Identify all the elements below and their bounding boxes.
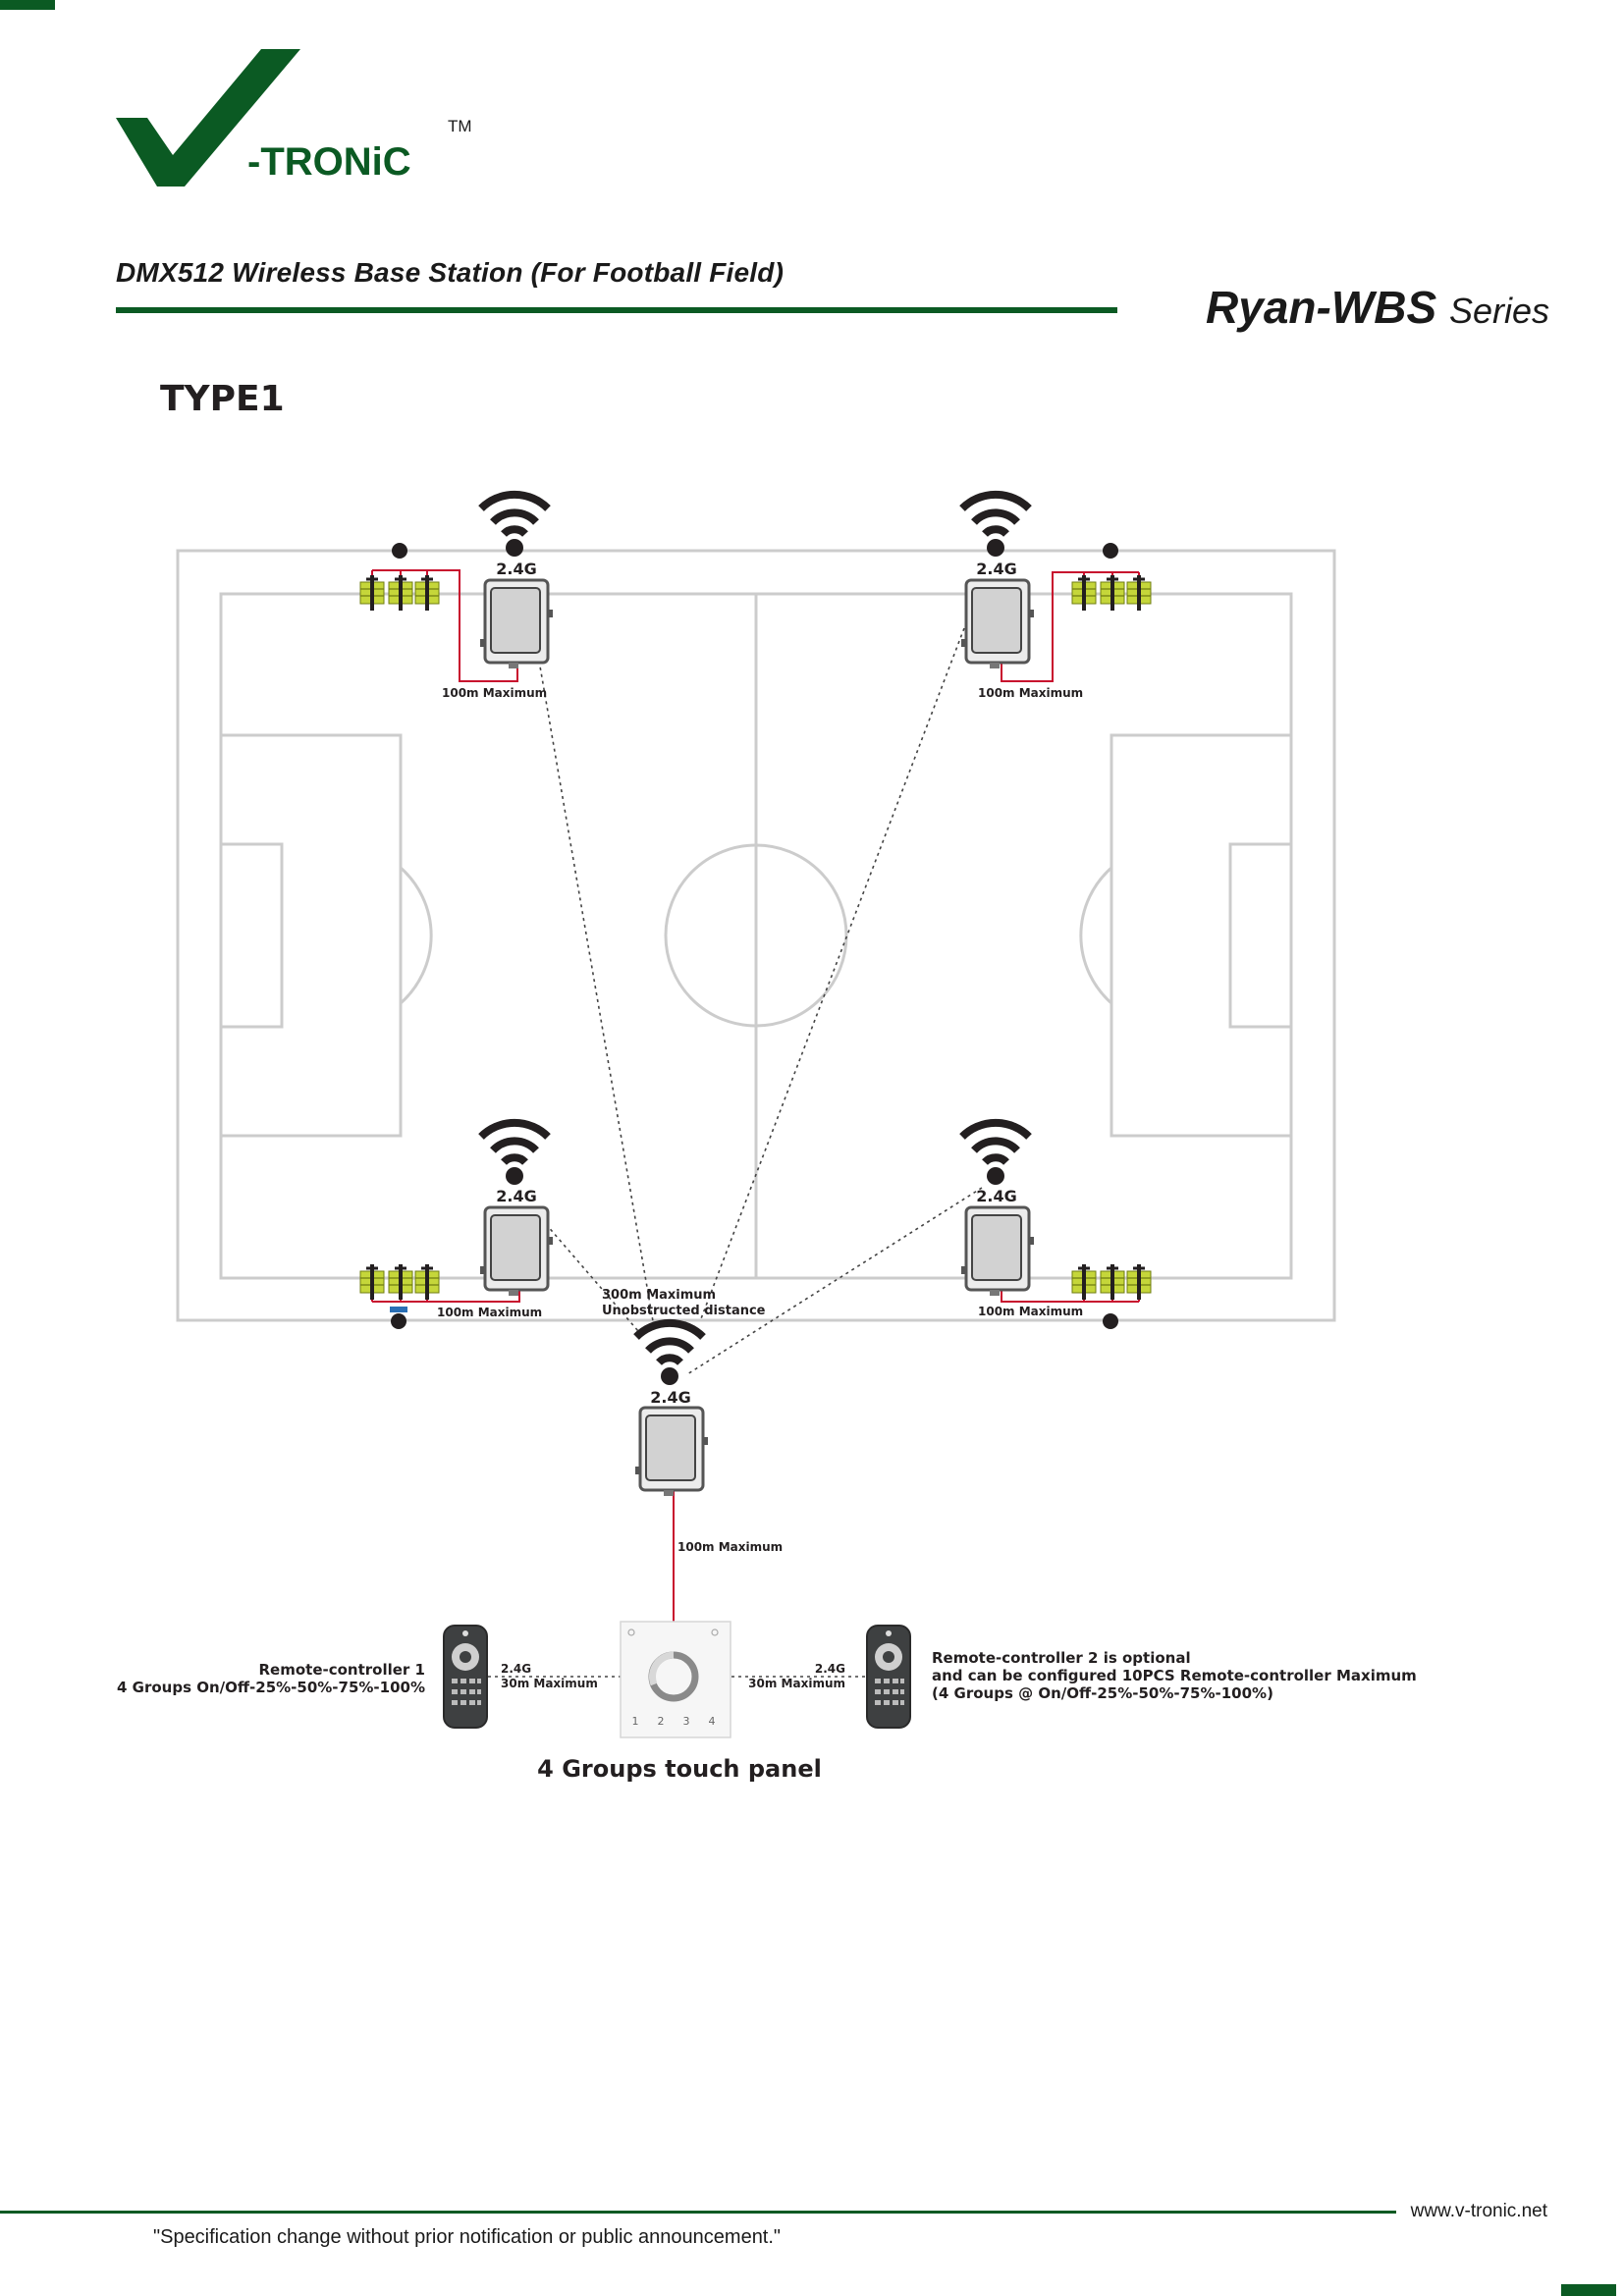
vtronic-logo: -TRONiC TM bbox=[116, 49, 472, 187]
remote2-line2: and can be configured 10PCS Remote-contr… bbox=[932, 1667, 1417, 1684]
wireless-distance-line1: 300m Maximum bbox=[602, 1288, 716, 1303]
wifi-icon bbox=[481, 1123, 548, 1185]
remote2-band-label: 2.4G bbox=[815, 1662, 845, 1676]
remote1-band-label: 2.4G bbox=[501, 1662, 531, 1676]
distance-label: 100m Maximum bbox=[978, 1305, 1083, 1318]
trademark-mark: TM bbox=[448, 117, 472, 135]
touch-panel: 1 2 3 4 bbox=[620, 1621, 731, 1738]
light-poles bbox=[390, 543, 1118, 1329]
footer-disclaimer: "Specification change without prior noti… bbox=[153, 2226, 782, 2248]
remote2-line3: (4 Groups @ On/Off-25%-50%-75%-100%) bbox=[932, 1684, 1273, 1702]
section-title: TYPE1 bbox=[160, 379, 285, 419]
series-word: Series bbox=[1448, 291, 1549, 331]
svg-text:2.4G: 2.4G bbox=[496, 1187, 536, 1205]
remote2-line1: Remote-controller 2 is optional bbox=[932, 1649, 1191, 1667]
touch-panel-caption: 4 Groups touch panel bbox=[537, 1755, 822, 1783]
panel-key-4: 4 bbox=[709, 1715, 716, 1728]
footer-rule bbox=[0, 2211, 1396, 2214]
wifi-icon bbox=[962, 1123, 1029, 1185]
wireless-links bbox=[488, 627, 983, 1678]
remote1-title: Remote-controller 1 bbox=[259, 1661, 426, 1679]
remote-controller-1 bbox=[443, 1625, 488, 1729]
base-station-bottom-left: 2.4G bbox=[480, 1123, 555, 1298]
remote1-groups: 4 Groups On/Off-25%-50%-75%-100% bbox=[117, 1679, 425, 1696]
wireless-distance-line2: Unobstructed distance bbox=[602, 1304, 766, 1318]
distance-label: 100m Maximum bbox=[442, 686, 547, 700]
series-title: Ryan-WBS Series bbox=[1206, 281, 1549, 334]
wifi-icon bbox=[481, 495, 548, 557]
panel-key-2: 2 bbox=[658, 1715, 665, 1728]
remote-controller-2 bbox=[866, 1625, 911, 1729]
base-station-top-left: 2.4G bbox=[480, 495, 555, 670]
distance-label: 100m Maximum bbox=[437, 1306, 542, 1319]
svg-text:2.4G: 2.4G bbox=[976, 560, 1016, 578]
svg-text:2.4G: 2.4G bbox=[496, 560, 536, 578]
remote2-distance-label: 30m Maximum bbox=[748, 1677, 845, 1690]
header-rule bbox=[116, 307, 1117, 313]
panel-key-1: 1 bbox=[632, 1715, 639, 1728]
remote1-distance-label: 30m Maximum bbox=[501, 1677, 598, 1690]
panel-key-3: 3 bbox=[683, 1715, 690, 1728]
document-title: DMX512 Wireless Base Station (For Footba… bbox=[116, 257, 785, 288]
series-name: Ryan-WBS bbox=[1206, 282, 1437, 333]
corner-accent-top bbox=[0, 0, 55, 10]
base-station-bottom-right: 2.4G bbox=[961, 1123, 1036, 1298]
svg-text:2.4G: 2.4G bbox=[976, 1187, 1016, 1205]
distance-label: 100m Maximum bbox=[677, 1540, 783, 1554]
footer-url[interactable]: www.v-tronic.net bbox=[1410, 2201, 1547, 2221]
wifi-icon bbox=[636, 1323, 703, 1385]
football-field bbox=[176, 549, 1336, 1322]
base-station-center: 2.4G bbox=[635, 1323, 710, 1498]
base-station-top-right: 2.4G bbox=[961, 495, 1036, 670]
svg-text:2.4G: 2.4G bbox=[650, 1388, 690, 1407]
corner-accent-bottom bbox=[1561, 2284, 1616, 2296]
wifi-icon bbox=[962, 495, 1029, 557]
distance-label: 100m Maximum bbox=[978, 686, 1083, 700]
brand-name: -TRONiC bbox=[247, 140, 411, 184]
